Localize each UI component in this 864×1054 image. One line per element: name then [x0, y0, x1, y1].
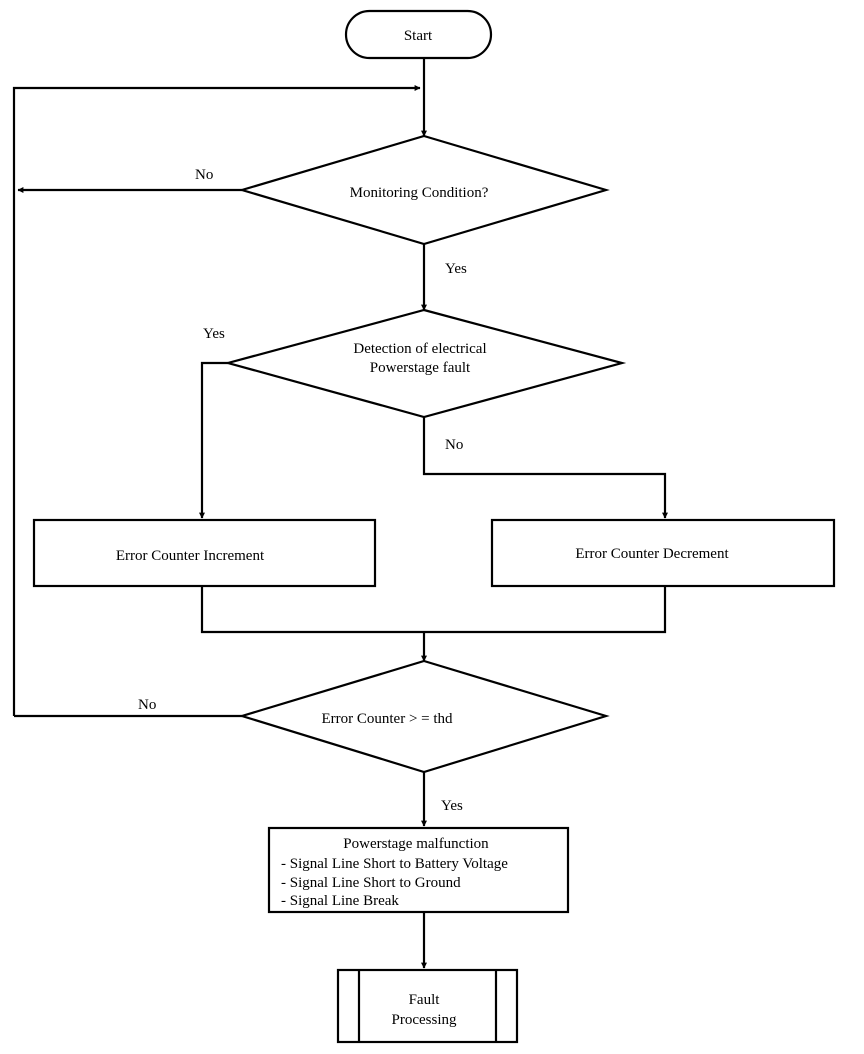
- monitoring-yes-label: Yes: [445, 261, 467, 277]
- error-counter-decrement-box: [490, 518, 836, 588]
- detection-label-line1: Detection of electrical: [353, 341, 486, 357]
- detection-yes-label: Yes: [203, 326, 225, 342]
- threshold-yes-label: Yes: [441, 798, 463, 814]
- error-counter-decrement-label: Error Counter Decrement: [575, 546, 729, 562]
- monitoring-condition-decision: [238, 134, 610, 246]
- detection-fault-decision: [223, 308, 627, 419]
- start-terminator: [344, 9, 493, 60]
- connector-merge: [200, 586, 667, 634]
- connector-detection-yes: [199, 361, 228, 519]
- error-counter-increment-label: Error Counter Increment: [116, 548, 265, 564]
- connector-detection-no: [422, 417, 668, 519]
- powerstage-malfunction-box: [267, 826, 570, 914]
- threshold-no-label: No: [138, 697, 156, 713]
- malfunction-item: - Signal Line Short to Ground: [281, 875, 461, 891]
- fault-processing-box: [336, 968, 519, 1044]
- monitoring-no-label: No: [195, 167, 213, 183]
- connector-loop-return: [12, 85, 421, 716]
- fault-processing-label-line2: Processing: [392, 1012, 457, 1028]
- start-label: Start: [404, 28, 433, 44]
- threshold-label: Error Counter > = thd: [321, 711, 453, 727]
- error-counter-increment-box: [32, 518, 377, 588]
- threshold-decision: [238, 659, 610, 774]
- malfunction-title: Powerstage malfunction: [343, 836, 489, 852]
- detection-no-label: No: [445, 437, 463, 453]
- detection-label-line2: Powerstage fault: [370, 360, 471, 376]
- monitoring-condition-label: Monitoring Condition?: [350, 185, 489, 201]
- malfunction-item: - Signal Line Short to Battery Voltage: [281, 856, 508, 872]
- malfunction-item: - Signal Line Break: [281, 893, 399, 909]
- fault-processing-label-line1: Fault: [409, 992, 441, 1008]
